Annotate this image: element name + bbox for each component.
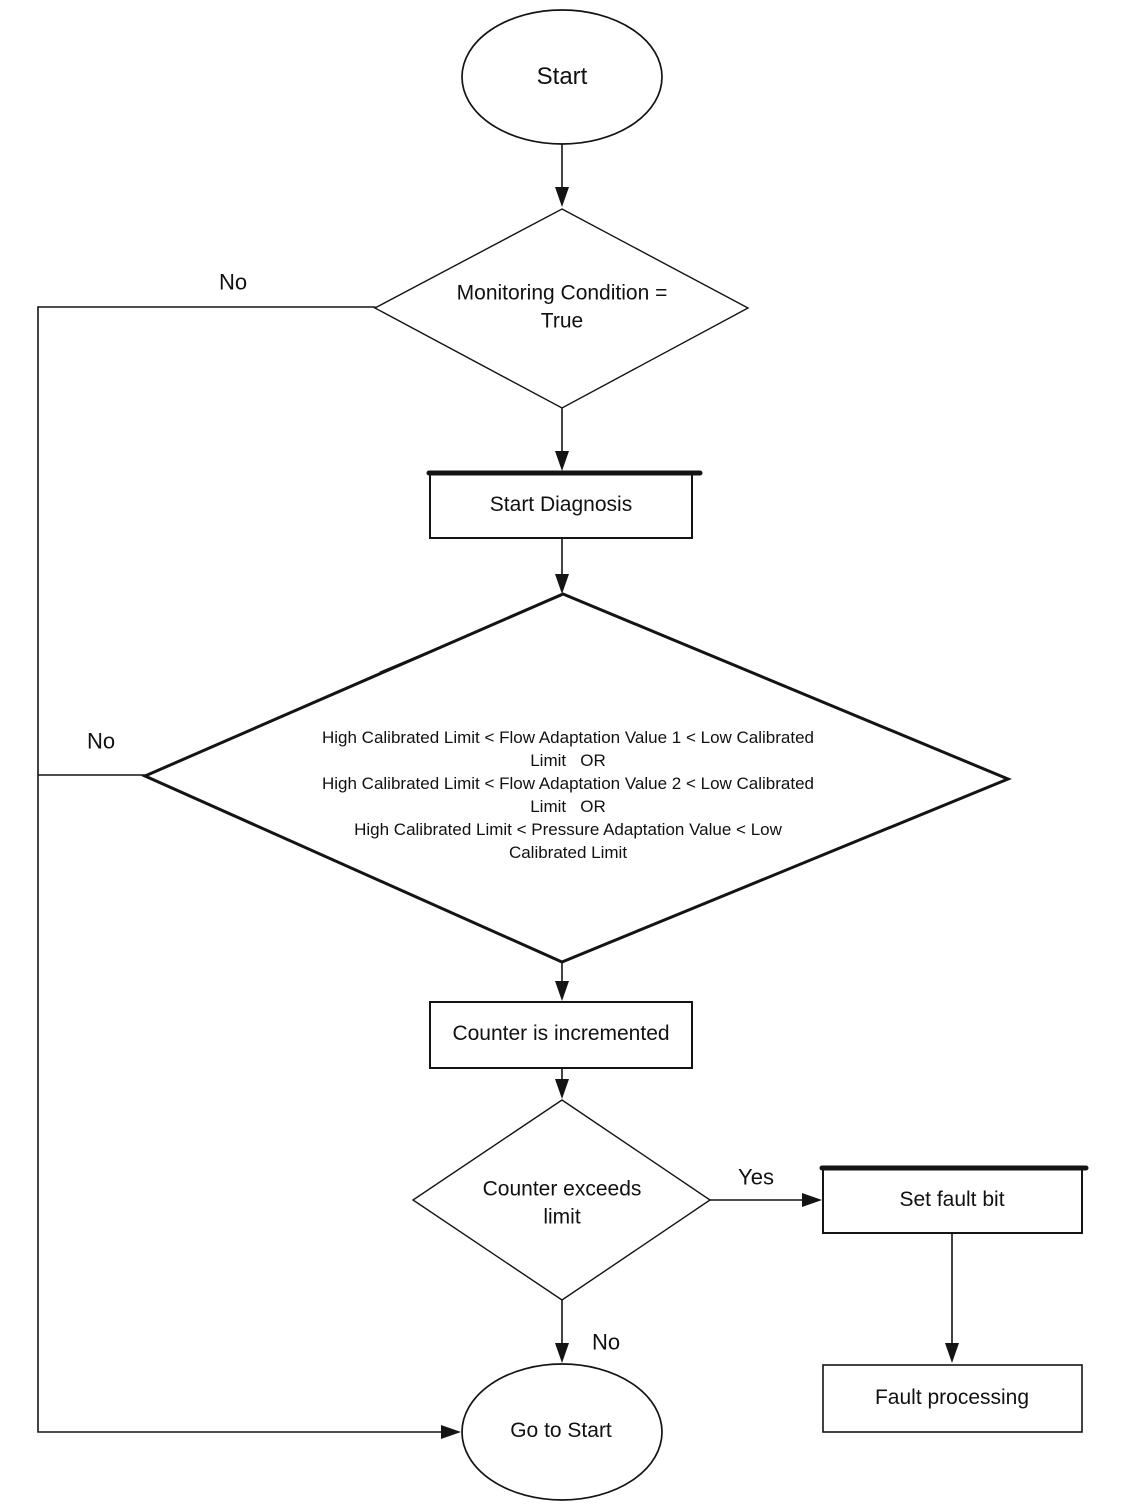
edge-monitoring-no-to-go-to-start: [37, 306, 461, 1439]
start-node-label: Start: [536, 63, 588, 91]
edge-start-to-monitoring: [555, 143, 569, 207]
monitoring-no-label: No: [218, 269, 248, 295]
node-start-ellipse: [461, 9, 663, 145]
node-start-diagnosis-rect: [426, 470, 703, 539]
node-fault-processing-rect: [822, 1364, 1083, 1433]
set-fault-bit-label: Set fault bit: [899, 1188, 1005, 1212]
monitoring-condition-label: Monitoring Condition = True: [456, 281, 668, 332]
start-diagnosis-label: Start Diagnosis: [489, 493, 633, 517]
node-counter-increment-rect: [429, 1001, 693, 1069]
counter-exceeds-label: Counter exceeds limit: [482, 1177, 642, 1228]
edge-exceeds-no-to-go-to-start: [555, 1299, 569, 1363]
node-monitoring-diamond: [373, 208, 750, 409]
counter-yes-label: Yes: [738, 1164, 774, 1190]
node-adaptation-diamond: [141, 592, 1012, 964]
counter-increment-label: Counter is incremented: [452, 1022, 670, 1046]
adaptation-check-label: High Calibrated Limit < Flow Adaptation …: [321, 728, 815, 862]
edge-exceeds-yes-to-set-fault: [709, 1193, 822, 1207]
adaptation-no-label: No: [86, 728, 116, 754]
go-to-start-label: Go to Start: [510, 1419, 612, 1443]
node-counter-exceeds-diamond: [411, 1099, 712, 1301]
edge-set-fault-to-fault-processing: [945, 1232, 959, 1363]
edge-monitoring-to-diagnosis: [555, 407, 569, 471]
edge-counter-to-exceeds: [555, 1067, 569, 1099]
counter-no-label: No: [591, 1329, 621, 1355]
edge-adaptation-to-counter: [555, 961, 569, 1001]
edge-diagnosis-to-adaptation-check: [555, 537, 569, 594]
node-set-fault-bit-rect: [819, 1165, 1089, 1234]
node-go-to-start-ellipse: [461, 1363, 663, 1501]
fault-processing-label: Fault processing: [874, 1386, 1030, 1410]
